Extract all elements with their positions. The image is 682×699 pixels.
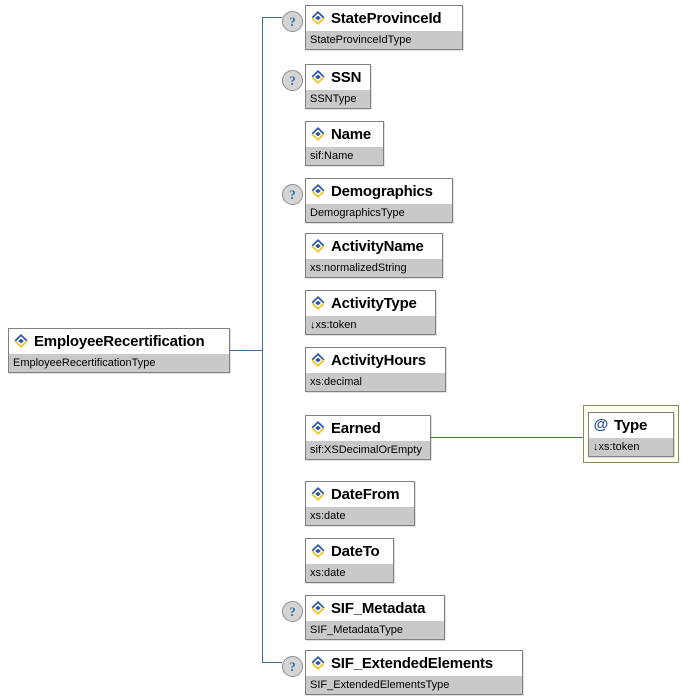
connector-earned-to-type bbox=[431, 437, 583, 438]
node-type-label: ↓xs:token bbox=[306, 315, 435, 334]
node-type-label: DemographicsType bbox=[306, 203, 452, 222]
element-icon bbox=[310, 238, 326, 254]
node-type-label: xs:date bbox=[306, 506, 414, 525]
node-title: Earned bbox=[306, 416, 430, 440]
node-name-label: ActivityName bbox=[331, 237, 424, 255]
node-type-label: ↓xs:token bbox=[589, 437, 673, 456]
node-type-text: SIF_ExtendedElementsType bbox=[310, 679, 450, 691]
derived-type-arrow-icon: ↓ bbox=[310, 319, 316, 331]
node-title: Demographics bbox=[306, 179, 452, 203]
node-type-label: SIF_ExtendedElementsType bbox=[306, 675, 522, 694]
attribute-icon: @ bbox=[593, 416, 609, 433]
element-icon bbox=[310, 543, 326, 559]
node-type-text: xs:date bbox=[310, 510, 346, 522]
optional-marker-icon: ? bbox=[282, 11, 303, 32]
node-dateto[interactable]: DateTo xs:date bbox=[305, 538, 394, 583]
node-name-label: Type bbox=[614, 416, 648, 434]
node-name-label: ActivityType bbox=[331, 294, 417, 312]
node-type-text: EmployeeRecertificationType bbox=[13, 357, 156, 369]
element-icon bbox=[310, 183, 326, 199]
node-type-text: xs:token bbox=[598, 441, 640, 453]
node-title: EmployeeRecertification bbox=[9, 329, 229, 353]
node-title: SIF_Metadata bbox=[306, 596, 444, 620]
connector-root-stub bbox=[230, 350, 262, 351]
element-icon bbox=[310, 126, 326, 142]
node-name-label: SIF_Metadata bbox=[331, 599, 426, 617]
node-title: SSN bbox=[306, 65, 370, 89]
optional-marker-icon: ? bbox=[282, 601, 303, 622]
node-type-label: SIF_MetadataType bbox=[306, 620, 444, 639]
element-icon bbox=[310, 10, 326, 26]
node-type-text: SIF_MetadataType bbox=[310, 624, 403, 636]
node-type-label: SSNType bbox=[306, 89, 370, 108]
optional-marker-icon: ? bbox=[282, 184, 303, 205]
element-icon bbox=[310, 486, 326, 502]
node-name-label: SIF_ExtendedElements bbox=[331, 654, 493, 672]
node-type-label: xs:decimal bbox=[306, 372, 445, 391]
node-activityname[interactable]: ActivityName xs:normalizedString bbox=[305, 233, 443, 278]
element-icon bbox=[310, 420, 326, 436]
connector-branch-last-child bbox=[262, 662, 282, 663]
node-title: @ Type bbox=[589, 413, 673, 437]
node-type-label: xs:date bbox=[306, 563, 393, 582]
node-type-text: DemographicsType bbox=[310, 207, 405, 219]
element-icon bbox=[310, 655, 326, 671]
node-title: DateFrom bbox=[306, 482, 414, 506]
node-name-label: ActivityHours bbox=[331, 351, 426, 369]
node-type-text: SSNType bbox=[310, 93, 357, 105]
node-type-text: xs:decimal bbox=[310, 376, 362, 388]
optional-marker-icon: ? bbox=[282, 656, 303, 677]
node-type-text: xs:token bbox=[315, 319, 357, 331]
node-name-label: Demographics bbox=[331, 182, 433, 200]
node-type-label: xs:normalizedString bbox=[306, 258, 442, 277]
element-icon bbox=[310, 600, 326, 616]
node-title: StateProvinceId bbox=[306, 6, 462, 30]
node-type-label: StateProvinceIdType bbox=[306, 30, 462, 49]
node-name-label: SSN bbox=[331, 68, 362, 86]
node-ssn[interactable]: SSN SSNType bbox=[305, 64, 371, 109]
optional-marker-icon: ? bbox=[282, 70, 303, 91]
element-icon bbox=[310, 295, 326, 311]
node-type-text: sif:Name bbox=[310, 150, 354, 162]
node-activitytype[interactable]: ActivityType ↓xs:token bbox=[305, 290, 436, 335]
node-type-text: xs:normalizedString bbox=[310, 262, 407, 274]
node-earned[interactable]: Earned sif:XSDecimalOrEmpty bbox=[305, 415, 431, 460]
node-name-label: Name bbox=[331, 125, 372, 143]
node-name-label: EmployeeRecertification bbox=[34, 332, 205, 350]
connector-vertical-spine bbox=[262, 17, 263, 663]
node-type-label: EmployeeRecertificationType bbox=[9, 353, 229, 372]
node-name-label: DateTo bbox=[331, 542, 380, 560]
node-name[interactable]: Name sif:Name bbox=[305, 121, 384, 166]
node-type-text: sif:XSDecimalOrEmpty bbox=[310, 444, 422, 456]
node-title: Name bbox=[306, 122, 383, 146]
node-type-text: StateProvinceIdType bbox=[310, 34, 412, 46]
derived-type-arrow-icon: ↓ bbox=[593, 441, 599, 453]
node-title: ActivityName bbox=[306, 234, 442, 258]
node-title: ActivityHours bbox=[306, 348, 445, 372]
node-title: ActivityType bbox=[306, 291, 435, 315]
element-icon bbox=[13, 333, 29, 349]
node-type-label: sif:XSDecimalOrEmpty bbox=[306, 440, 430, 459]
node-name-label: StateProvinceId bbox=[331, 9, 442, 27]
node-type-text: xs:date bbox=[310, 567, 346, 579]
node-title: SIF_ExtendedElements bbox=[306, 651, 522, 675]
element-icon bbox=[310, 69, 326, 85]
node-activityhours[interactable]: ActivityHours xs:decimal bbox=[305, 347, 446, 392]
element-icon bbox=[310, 352, 326, 368]
node-datefrom[interactable]: DateFrom xs:date bbox=[305, 481, 415, 526]
node-title: DateTo bbox=[306, 539, 393, 563]
node-name-label: Earned bbox=[331, 419, 381, 437]
node-type-label: sif:Name bbox=[306, 146, 383, 165]
node-name-label: DateFrom bbox=[331, 485, 400, 503]
connector-branch-first-child bbox=[262, 17, 282, 18]
attribute-node-type[interactable]: @ Type ↓xs:token bbox=[588, 412, 674, 457]
